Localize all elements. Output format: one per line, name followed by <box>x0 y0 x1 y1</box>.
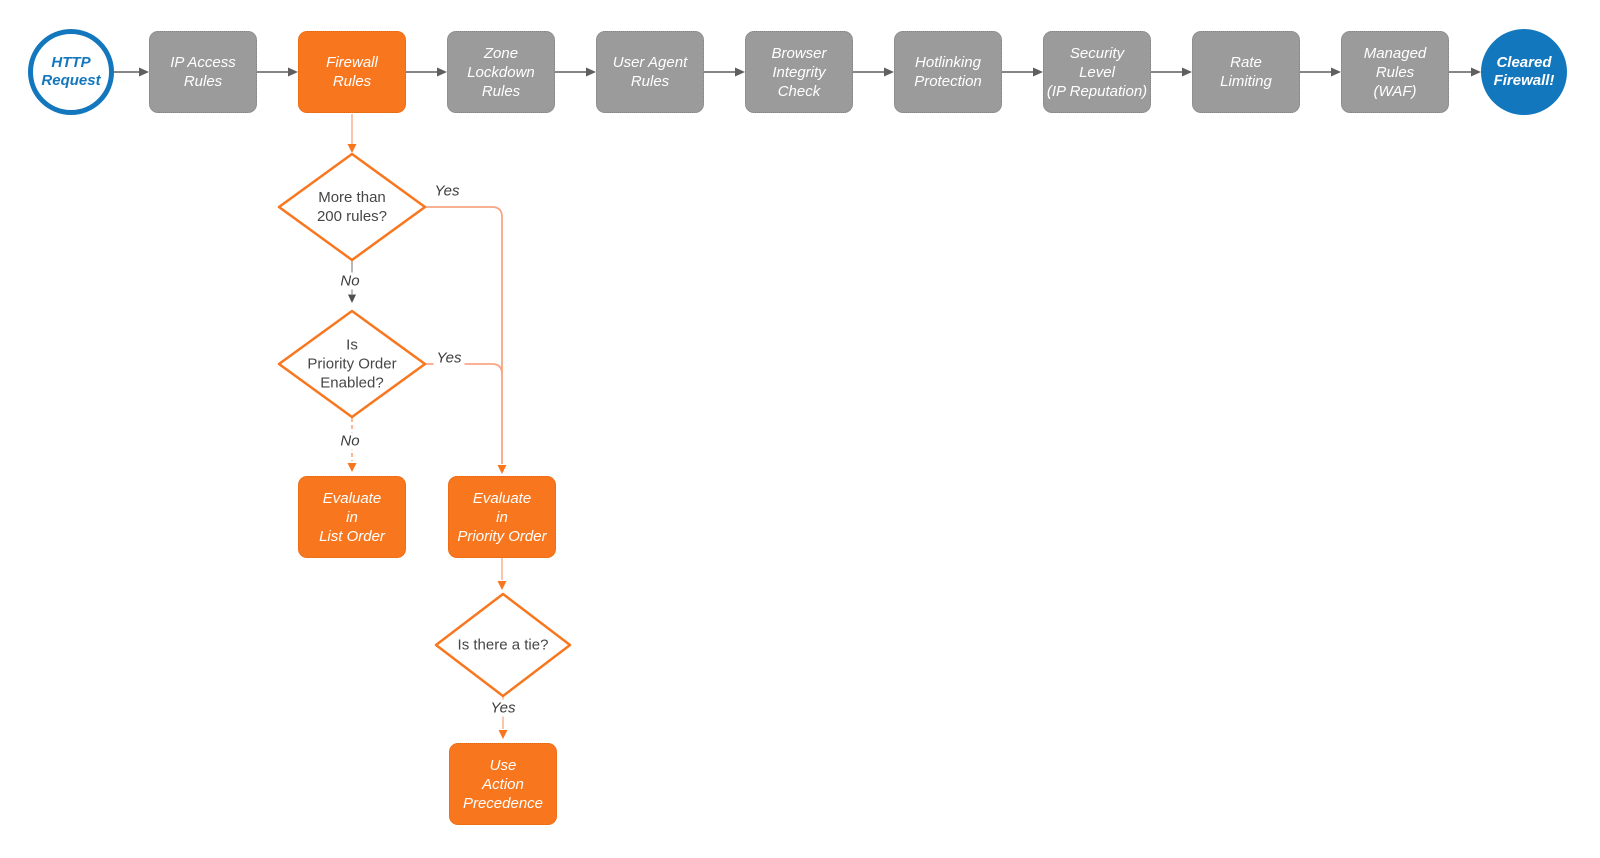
edge-decision1-yes <box>425 206 503 464</box>
arrowhead-down <box>347 463 357 472</box>
node-label: Managed Rules (WAF) <box>1363 44 1427 100</box>
node-label: Firewall Rules <box>326 54 378 90</box>
node-label: Cleared Firewall! <box>1493 54 1555 89</box>
arrowhead-down <box>497 465 507 474</box>
node-cleared-firewall: Cleared Firewall! <box>1481 29 1567 115</box>
arrowhead-right <box>586 67 596 77</box>
arrowhead-right <box>437 67 447 77</box>
node-label: Browser Integrity Check <box>771 44 827 100</box>
node-use-action-precedence: Use Action Precedence <box>449 743 557 825</box>
edge-label-yes-3: Yes <box>487 699 519 717</box>
arrowhead-right <box>1331 67 1341 77</box>
arrowhead-down <box>347 144 357 153</box>
node-rate-limiting: Rate Limiting <box>1192 31 1300 113</box>
node-browser-integrity-check: Browser Integrity Check <box>745 31 853 113</box>
decision-diamonds <box>277 152 572 698</box>
node-evaluate-in-priority-order: Evaluate in Priority Order <box>448 476 556 558</box>
edge-label-no-2: No <box>337 432 363 450</box>
node-label: HTTP Request <box>41 54 101 89</box>
node-zone-lockdown-rules: Zone Lockdown Rules <box>447 31 555 113</box>
node-label: Use Action Precedence <box>462 756 544 812</box>
arrowhead-right <box>139 67 149 77</box>
node-label: Security Level (IP Reputation) <box>1046 44 1148 100</box>
arrowhead-right <box>1182 67 1192 77</box>
arrowhead-right <box>884 67 894 77</box>
arrowhead-right <box>1033 67 1043 77</box>
arrowhead-right <box>288 67 298 77</box>
node-firewall-rules: Firewall Rules <box>298 31 406 113</box>
node-label: Rate Limiting <box>1220 54 1272 90</box>
arrowhead-down <box>497 581 507 590</box>
node-label: IP Access Rules <box>170 54 236 90</box>
node-label: Evaluate in List Order <box>319 489 385 545</box>
node-ip-access-rules: IP Access Rules <box>149 31 257 113</box>
node-evaluate-in-list-order: Evaluate in List Order <box>298 476 406 558</box>
node-http-request: HTTP Request <box>28 29 114 115</box>
node-user-agent-rules: User Agent Rules <box>596 31 704 113</box>
node-label: Hotlinking Protection <box>914 54 982 90</box>
arrowhead-right <box>1471 67 1481 77</box>
node-label: Evaluate in Priority Order <box>457 489 547 545</box>
edge-label-yes-1: Yes <box>431 182 463 200</box>
decision-priority-order-enabled-label: Is Priority Order Enabled? <box>307 336 397 392</box>
edge-label-no-1: No <box>337 272 363 290</box>
decision-is-there-a-tie-label: Is there a tie? <box>457 636 549 654</box>
node-security-level: Security Level (IP Reputation) <box>1043 31 1151 113</box>
decision-more-than-200-rules-label: More than 200 rules? <box>316 189 388 225</box>
node-label: Zone Lockdown Rules <box>467 44 535 100</box>
arrowhead-down <box>348 294 356 303</box>
node-label: User Agent Rules <box>612 54 688 90</box>
arrowhead-right <box>735 67 745 77</box>
node-managed-rules-waf: Managed Rules (WAF) <box>1341 31 1449 113</box>
node-hotlinking-protection: Hotlinking Protection <box>894 31 1002 113</box>
arrowhead-down <box>498 730 508 739</box>
edge-label-yes-2: Yes <box>433 349 465 367</box>
